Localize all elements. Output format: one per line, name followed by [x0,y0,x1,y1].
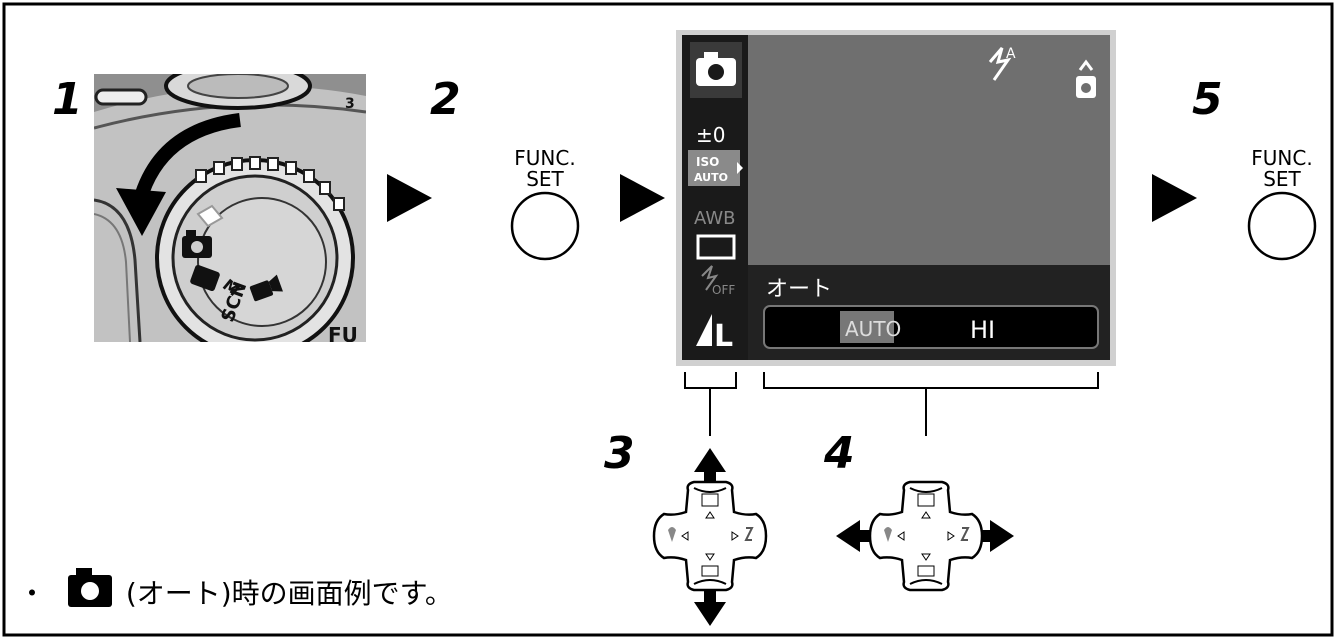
func-label: FUNC. [1251,146,1313,170]
step-number-3: 3 [604,428,635,479]
play-arrow-icon [387,174,432,222]
bracket-options [763,372,1099,436]
option-auto: AUTO [845,317,901,341]
set-label: SET [526,167,564,191]
iso-icon: ISO [696,155,719,169]
exposure-comp-icon: ±0 [696,123,725,147]
lcd-screen: ±0 ISO AUTO AWB OFF L A オート AUTO [676,30,1116,366]
step-number-2: 2 [430,74,461,125]
play-arrow-icon [1152,174,1197,222]
white-balance-icon: AWB [694,208,735,229]
image-size-icon: L [696,314,733,354]
flash-auto-icon: A [988,46,1016,81]
drive-mode-icon [696,234,736,260]
func-set-label-step2: FUNC. SET [510,148,580,190]
camera-mode-icon [696,52,736,86]
option-hi: HI [970,316,995,344]
camera-dial-illustration: M SCN FU 3 [94,74,366,347]
setting-name-label: オート [766,277,832,302]
func-set-label-step5: FUNC. SET [1247,148,1317,190]
set-label: SET [1263,167,1301,191]
step-number-1: 1 [52,74,83,125]
svg-text:L: L [714,319,733,354]
play-arrow-icon [620,174,665,222]
auto-mode-icon [1076,59,1096,98]
step-number-4: 4 [824,428,855,479]
svg-text:3: 3 [345,96,355,112]
flash-off-icon: OFF [701,265,735,297]
func-set-button-circle [510,191,580,261]
option-strip [763,305,1099,349]
caption-text: (オート)時の画面例です。 [125,577,453,610]
caption-bullet: ・ [18,577,47,610]
caption-camera-icon [68,568,112,607]
svg-text:OFF: OFF [712,283,735,297]
svg-text:A: A [1006,46,1016,62]
bracket-menu [684,372,737,436]
func-label: FUNC. [514,146,576,170]
dpad-left-right-icon [836,480,1014,592]
camera-body-text: FU [328,323,358,347]
dpad-up-down-icon [652,448,768,626]
func-set-button-circle [1247,191,1317,261]
caption: ・ (オート)時の画面例です。 [18,572,453,612]
rotation-arrow-icon [133,113,241,203]
iso-auto-icon: AUTO [694,171,728,184]
step-number-5: 5 [1192,74,1223,125]
